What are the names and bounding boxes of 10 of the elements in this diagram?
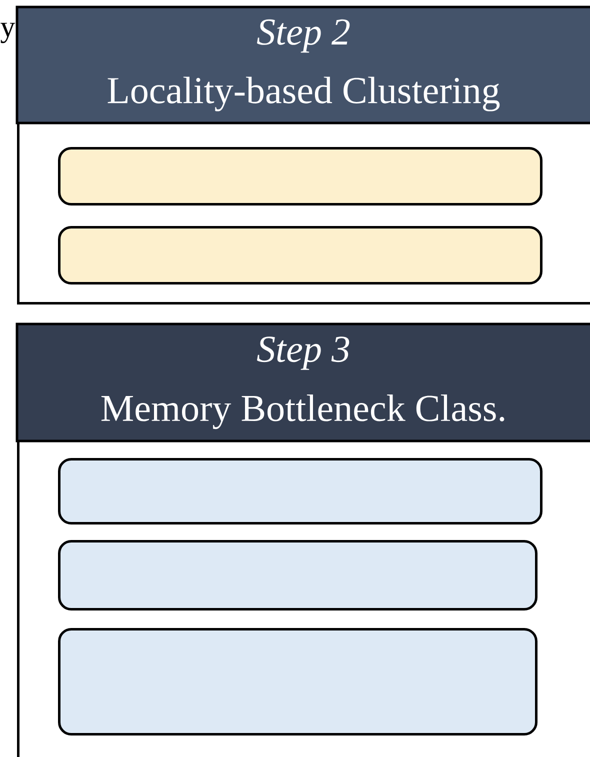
rounded-box xyxy=(58,540,538,610)
text-fragment: y xyxy=(0,22,16,44)
step-label: Step 3 xyxy=(256,336,350,370)
rounded-box xyxy=(58,628,538,736)
rounded-box xyxy=(58,147,542,206)
step-title: Locality-based Clustering xyxy=(108,76,500,112)
rounded-box xyxy=(58,226,542,284)
step-label: Step 2 xyxy=(256,19,350,53)
step-title: Memory Bottleneck Class. xyxy=(101,394,504,430)
rounded-box xyxy=(58,458,542,524)
